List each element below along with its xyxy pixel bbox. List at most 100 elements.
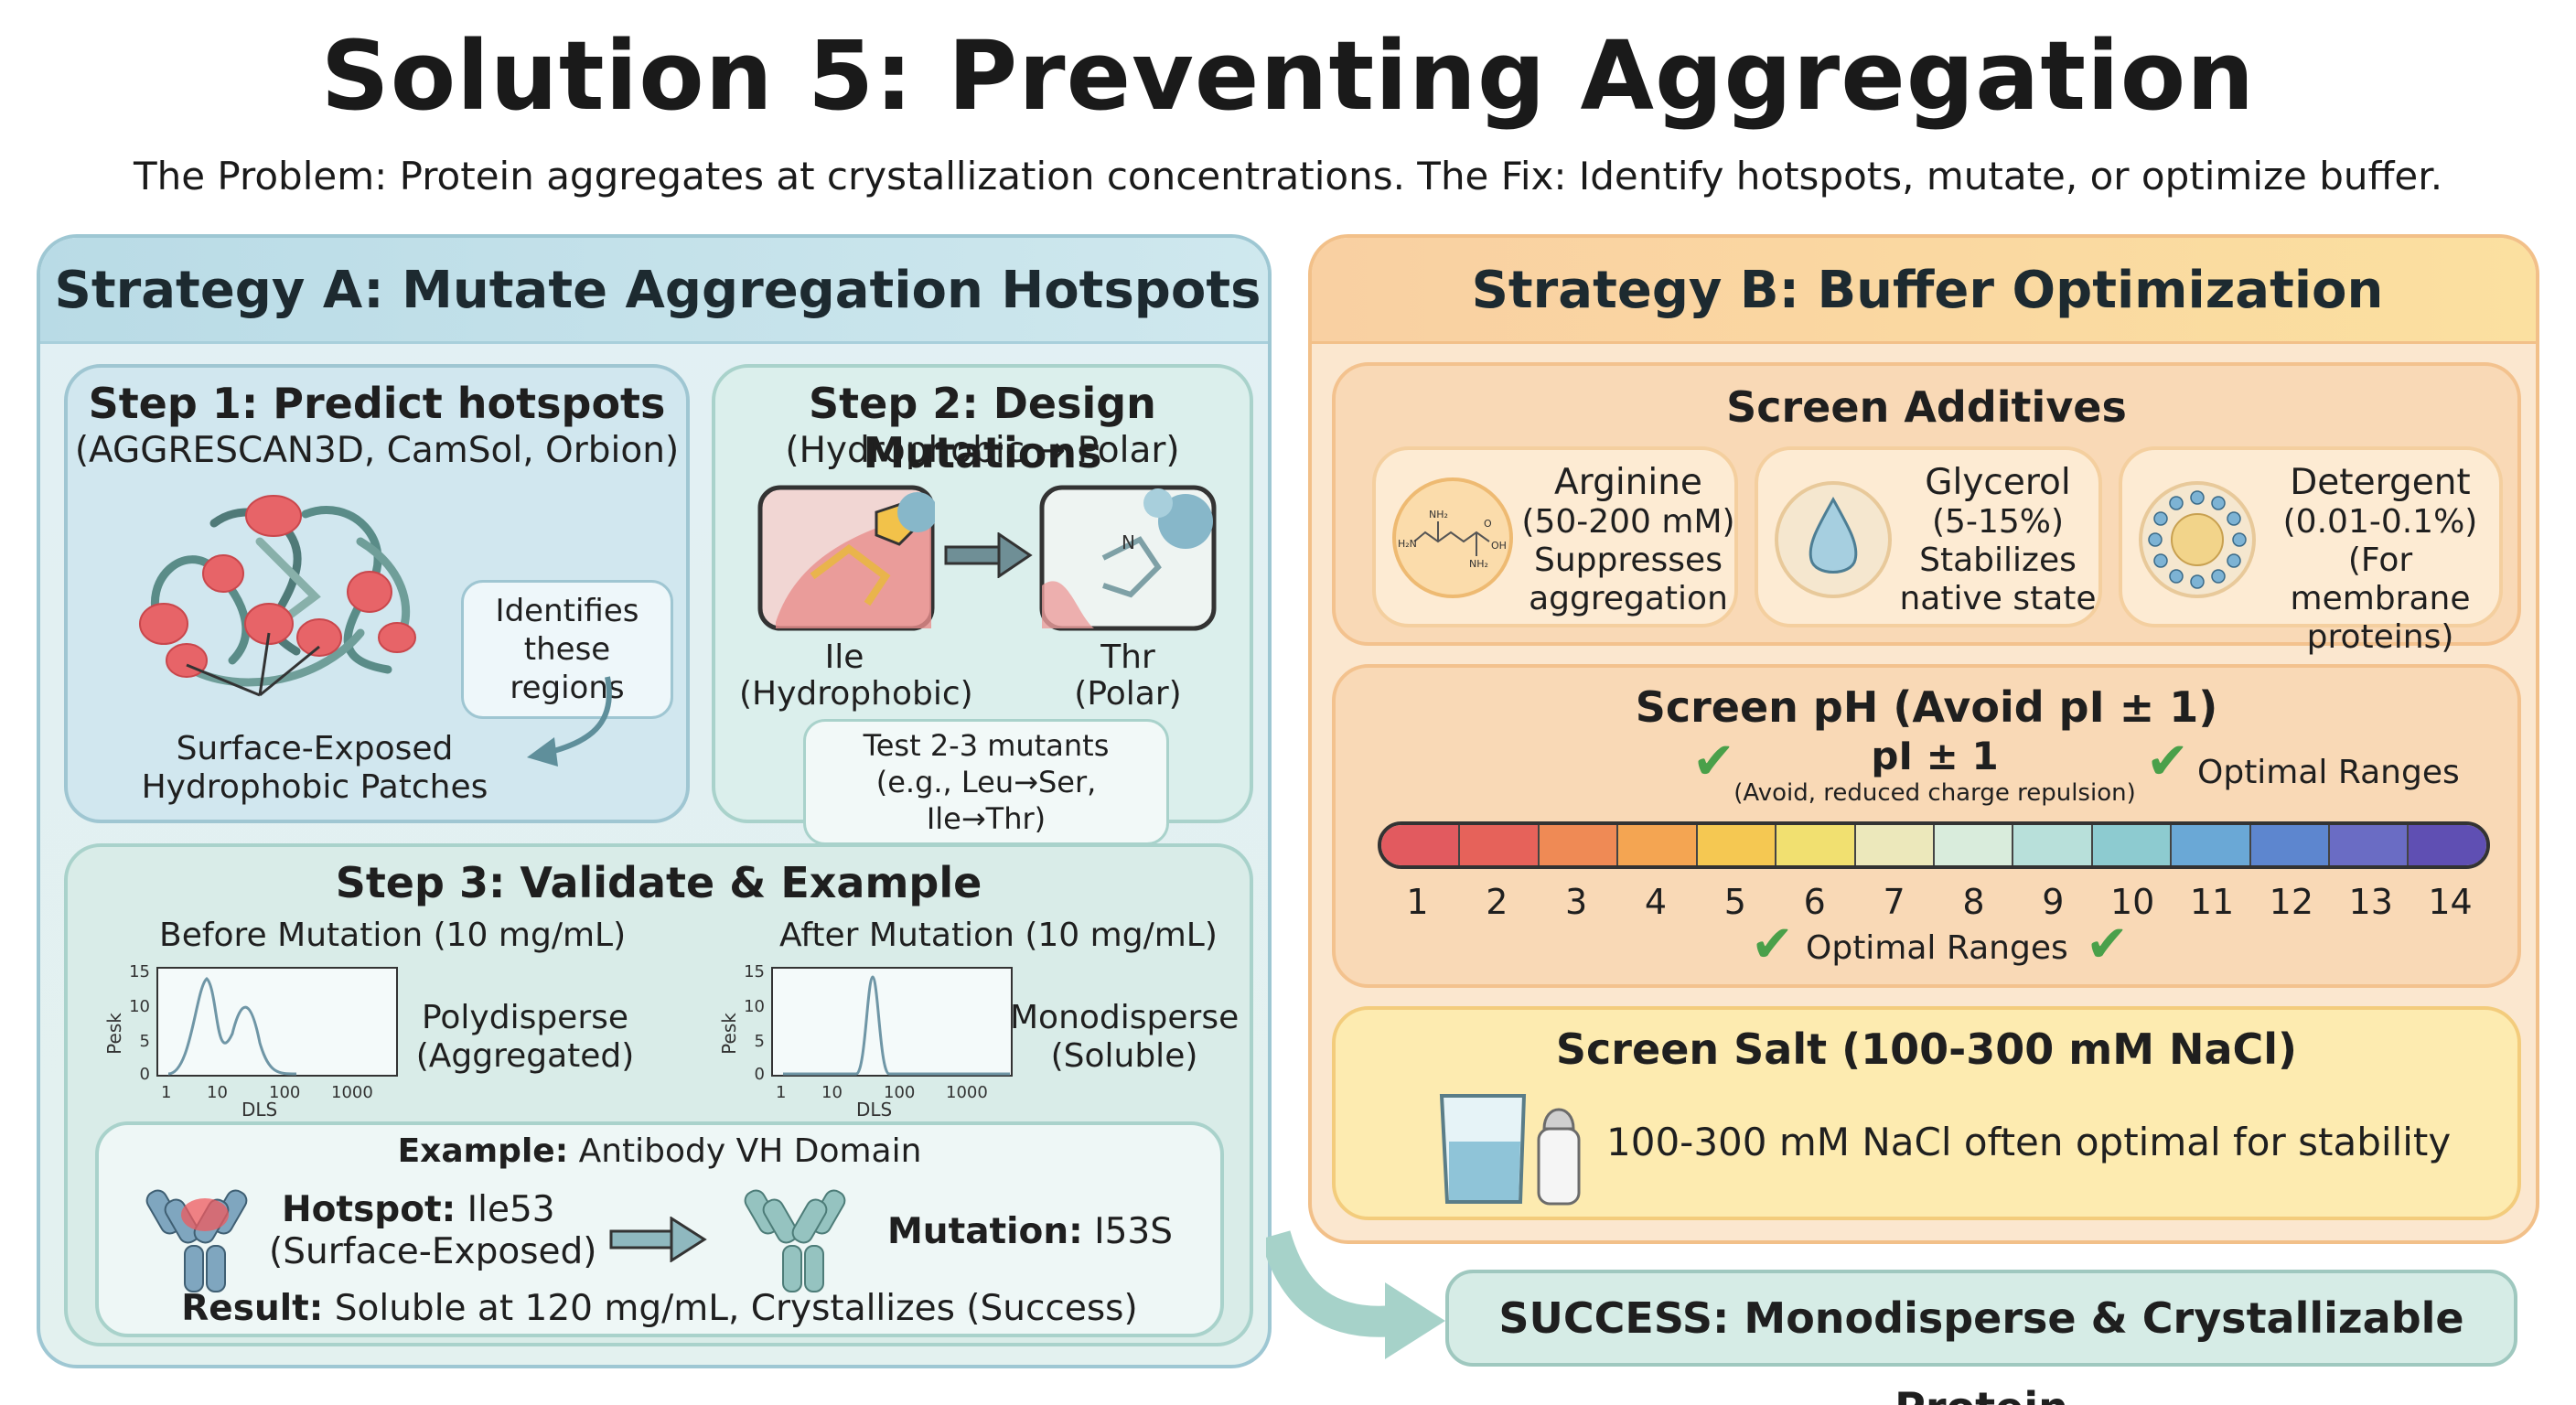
svg-text:10: 10 bbox=[744, 997, 765, 1016]
strategy-a-header: Strategy A: Mutate Aggregation Hotspots bbox=[40, 238, 1268, 344]
strategy-a-title: Strategy A: Mutate Aggregation Hotspots bbox=[54, 261, 1261, 320]
svg-text:1: 1 bbox=[776, 1083, 786, 1102]
page-title: Solution 5: Preventing Aggregation bbox=[320, 20, 2256, 132]
svg-text:5: 5 bbox=[140, 1032, 150, 1051]
svg-text:1000: 1000 bbox=[946, 1083, 988, 1102]
svg-text:NH₂: NH₂ bbox=[1429, 509, 1448, 520]
bubble-line1: Identifies bbox=[495, 593, 639, 629]
curved-arrow-icon bbox=[527, 676, 612, 767]
antibody-mutated-icon bbox=[744, 1189, 846, 1292]
ph-tick-14: 14 bbox=[2428, 882, 2473, 922]
svg-text:0: 0 bbox=[140, 1065, 150, 1084]
success-banner: SUCCESS: Monodisperse & Crystallizable P… bbox=[1445, 1270, 2517, 1405]
svg-text:OH: OH bbox=[1491, 540, 1507, 552]
thr-type: (Polar) bbox=[1074, 675, 1182, 713]
after-label1: Monodisperse bbox=[1010, 999, 1240, 1036]
thr-name: Thr bbox=[1100, 638, 1155, 676]
arginine-name: Arginine bbox=[1554, 462, 1702, 503]
after-title: After Mutation (10 mg/mL) bbox=[779, 917, 1218, 954]
step1-title: Step 1: Predict hotspots bbox=[88, 379, 666, 428]
ph-tick-4: 4 bbox=[1644, 882, 1668, 922]
salt-text: 100-300 mM NaCl often optimal for stabil… bbox=[1606, 1120, 2452, 1164]
svg-text:NH₂: NH₂ bbox=[1469, 558, 1488, 570]
svg-text:Pesk: Pesk bbox=[719, 1013, 740, 1055]
example-arrow-icon bbox=[609, 1217, 707, 1262]
ph-tick-12: 12 bbox=[2269, 882, 2314, 922]
check-icon: ✔ bbox=[1692, 732, 1735, 791]
ile-residue-illustration bbox=[757, 485, 935, 631]
optimal-top-label: Optimal Ranges bbox=[2197, 754, 2460, 791]
ph-tick-9: 9 bbox=[2042, 882, 2065, 922]
thr-residue-illustration: N bbox=[1039, 485, 1217, 631]
ph-tick-5: 5 bbox=[1723, 882, 1746, 922]
ph-tick-2: 2 bbox=[1486, 882, 1508, 922]
step2-title: Step 2: Design Mutations bbox=[809, 379, 1156, 477]
ph-segment-9 bbox=[2013, 825, 2093, 865]
detergent-note1: (For membrane bbox=[2290, 542, 2471, 617]
pi-label: pI ± 1 bbox=[1871, 734, 1999, 778]
glycerol-note2: native state bbox=[1899, 580, 2097, 617]
svg-text:10: 10 bbox=[207, 1083, 228, 1102]
arginine-conc: (50-200 mM) bbox=[1521, 503, 1735, 541]
ph-segment-4 bbox=[1618, 825, 1698, 865]
salt-card: Screen Salt (100-300 mM NaCl) 100-300 mM… bbox=[1332, 1006, 2521, 1220]
test-line2: (e.g., Leu→Ser, Ile→Thr) bbox=[875, 765, 1097, 836]
strategy-b-panel: Strategy B: Buffer Optimization Screen A… bbox=[1308, 234, 2539, 1244]
pi-note: (Avoid, reduced charge repulsion) bbox=[1733, 779, 2136, 807]
step3-card: Step 3: Validate & Example Before Mutati… bbox=[64, 843, 1253, 1346]
ph-segment-12 bbox=[2250, 825, 2331, 865]
ph-tick-1: 1 bbox=[1406, 882, 1429, 922]
detergent-conc: (0.01-0.1%) bbox=[2282, 503, 2478, 541]
beaker-salt-icon bbox=[1439, 1094, 1581, 1206]
before-title: Before Mutation (10 mg/mL) bbox=[159, 917, 627, 954]
after-label2: (Soluble) bbox=[1050, 1037, 1198, 1075]
step1-tools: (AGGRESCAN3D, CamSol, Orbion) bbox=[74, 430, 680, 471]
svg-text:15: 15 bbox=[129, 962, 150, 981]
glycerol-conc: (5-15%) bbox=[1932, 503, 2064, 541]
dls-after-chart: Pesk 15 10 5 0 1 10 100 1000 DLS bbox=[719, 962, 1013, 1118]
ph-segment-2 bbox=[1460, 825, 1540, 865]
ph-card: Screen pH (Avoid pI ± 1) ✔ pI ± 1 (Avoid… bbox=[1332, 664, 2521, 988]
ph-title: Screen pH (Avoid pI ± 1) bbox=[1635, 682, 2218, 732]
arginine-note2: aggregation bbox=[1529, 580, 1728, 617]
identifies-bubble: Identifies these regions bbox=[461, 580, 673, 719]
step2-card: Step 2: Design Mutations (Hydrophobic → … bbox=[712, 364, 1253, 845]
ph-segment-3 bbox=[1539, 825, 1619, 865]
step1-card: Step 1: Predict hotspots (AGGRESCAN3D, C… bbox=[64, 364, 690, 823]
step1-caption-line1: Surface-Exposed bbox=[176, 730, 454, 767]
test-mutants-box: Test 2-3 mutants (e.g., Leu→Ser, Ile→Thr… bbox=[803, 719, 1169, 845]
svg-text:DLS: DLS bbox=[856, 1099, 892, 1118]
ph-tick-13: 13 bbox=[2348, 882, 2393, 922]
check-icon: ✔ bbox=[2146, 732, 2189, 791]
additive-glycerol: Glycerol (5-15%) Stabilizes native state bbox=[1755, 446, 2102, 627]
ph-tick-6: 6 bbox=[1803, 882, 1826, 922]
ph-segment-8 bbox=[1934, 825, 2014, 865]
strategy-b-title: Strategy B: Buffer Optimization bbox=[1471, 261, 2384, 320]
svg-text:5: 5 bbox=[755, 1032, 765, 1051]
glycerol-name: Glycerol bbox=[1925, 462, 2071, 503]
additives-title: Screen Additives bbox=[1726, 382, 2127, 432]
svg-text:H₂N: H₂N bbox=[1398, 538, 1417, 550]
svg-text:100: 100 bbox=[269, 1083, 300, 1102]
additive-detergent: Detergent (0.01-0.1%) (For membrane prot… bbox=[2119, 446, 2503, 656]
step2-subtitle: (Hydrophobic → Polar) bbox=[785, 430, 1180, 471]
water-drop-icon bbox=[1775, 481, 1892, 598]
micelle-icon bbox=[2139, 481, 2256, 598]
ph-segment-6 bbox=[1776, 825, 1856, 865]
svg-text:100: 100 bbox=[884, 1083, 915, 1102]
svg-text:O: O bbox=[1484, 518, 1492, 530]
salt-title: Screen Salt (100-300 mM NaCl) bbox=[1555, 1024, 2298, 1074]
check-icon: ✔ bbox=[2086, 915, 2129, 974]
ph-segment-1 bbox=[1381, 825, 1461, 865]
check-icon: ✔ bbox=[1751, 915, 1794, 974]
antibody-hotspot-icon bbox=[145, 1189, 248, 1292]
ile-type: (Hydrophobic) bbox=[739, 675, 973, 713]
example-title: Example: Antibody VH Domain bbox=[397, 1132, 922, 1170]
detergent-name: Detergent bbox=[2290, 462, 2471, 503]
svg-text:N: N bbox=[1122, 531, 1135, 553]
ph-scale-bar bbox=[1378, 821, 2490, 869]
svg-text:1: 1 bbox=[161, 1083, 171, 1102]
flow-arrow-icon bbox=[1266, 1230, 1445, 1359]
svg-text:0: 0 bbox=[755, 1065, 765, 1084]
protein-ribbon-illustration bbox=[139, 495, 416, 697]
